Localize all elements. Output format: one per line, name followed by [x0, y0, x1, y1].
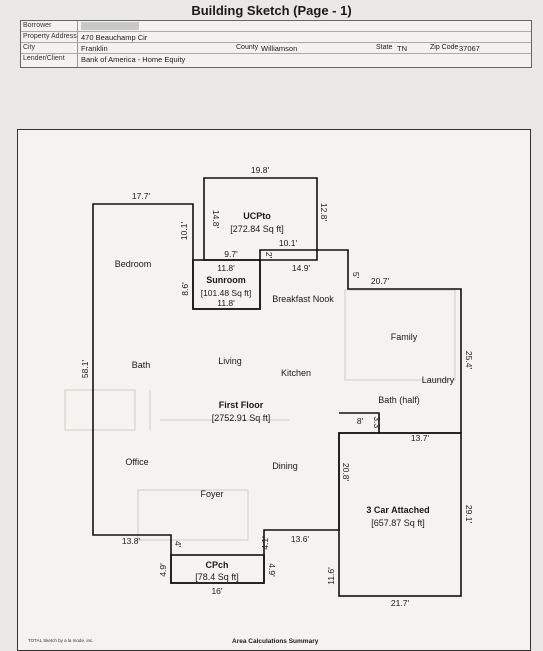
dim-10-1-a: 10.1': [179, 222, 189, 241]
room-bath: Bath: [132, 360, 151, 370]
software-credit: TOTAL Sketch by a la mode, inc.: [28, 638, 94, 643]
cpch-outline: [170, 554, 265, 584]
room-breakfast-nook: Breakfast Nook: [272, 294, 334, 304]
dim-12-8: 12.8': [319, 203, 329, 222]
first-floor-area: [2752.91 Sq ft]: [212, 413, 271, 423]
dim-8: 8': [357, 416, 364, 426]
ucpto-area: [272.84 Sq ft]: [230, 224, 284, 234]
dim-10-1-b: 10.1': [279, 238, 298, 248]
lender-row: Lender/Client Bank of America - Home Equ…: [21, 54, 531, 64]
dim-11-8-b: 11.8': [217, 298, 235, 308]
cpch-label: CPch: [205, 560, 228, 570]
property-address-label: Property Address: [23, 33, 77, 40]
sunroom-outline: [192, 259, 261, 310]
dim-13-7: 13.7': [411, 433, 430, 443]
dim-3-3: 3.3': [372, 416, 382, 430]
dim-14-9: 14.9': [292, 263, 311, 273]
county-label: County: [236, 44, 259, 51]
city-label: City: [23, 44, 36, 51]
page-title: Building Sketch (Page - 1): [191, 3, 352, 18]
ucpto-label: UCPto: [243, 211, 271, 221]
dim-11-6: 11.6': [326, 567, 336, 585]
dim-4-1: 4.1': [260, 536, 270, 550]
dim-21-7: 21.7': [391, 598, 410, 608]
area-calc-summary: Area Calculations Summary: [232, 638, 319, 645]
city-row: City Franklin County Williamson State TN…: [21, 43, 531, 54]
garage-area: [657.87 Sq ft]: [371, 518, 425, 528]
lender-value: Bank of America - Home Equity: [81, 55, 186, 64]
room-office: Office: [125, 457, 148, 467]
borrower-label: Borrower: [23, 22, 52, 29]
dim-20-8: 20.8': [341, 463, 351, 482]
dim-16: 16': [211, 586, 222, 596]
state-label: State: [376, 44, 393, 51]
garage-outline: [338, 432, 462, 597]
room-dining: Dining: [272, 461, 298, 471]
bath-half-outline: [339, 412, 380, 433]
dim-5: 5': [351, 272, 361, 279]
dim-17-7: 17.7': [132, 191, 151, 201]
county-value: Williamson: [261, 44, 298, 53]
zip-label: Zip Code: [430, 44, 459, 51]
dim-13-6: 13.6': [291, 534, 310, 544]
dim-9-7: 9.7': [224, 249, 238, 259]
cpch-area: [78.4 Sq ft]: [195, 572, 239, 582]
dim-20-7: 20.7': [371, 276, 390, 286]
sunroom-area: [101.48 Sq ft]: [201, 288, 252, 298]
dim-29-1: 29.1': [464, 505, 474, 524]
dim-19-8: 19.8': [251, 165, 270, 175]
room-laundry: Laundry: [422, 375, 455, 385]
room-foyer: Foyer: [200, 489, 223, 499]
room-family: Family: [391, 332, 418, 342]
garage-label: 3 Car Attached: [366, 505, 429, 515]
table-divider: [77, 21, 78, 67]
dim-58-1: 58.1': [80, 360, 90, 379]
room-bedroom: Bedroom: [115, 259, 152, 269]
dim-4-9-b: 4.9': [267, 563, 277, 577]
sunroom-label: Sunroom: [206, 275, 246, 285]
zip-value: 37067: [459, 44, 480, 53]
property-address-value: 470 Beauchamp Cir: [81, 33, 148, 42]
address-row: Property Address 470 Beauchamp Cir: [21, 32, 531, 43]
dim-4-9-a: 4.9': [158, 563, 168, 577]
borrower-row: Borrower: [21, 21, 531, 32]
first-floor-label: First Floor: [219, 400, 264, 410]
dim-13-8: 13.8': [122, 536, 141, 546]
state-value: TN: [397, 44, 407, 53]
dim-2: 2': [264, 252, 274, 259]
room-bath-half: Bath (half): [378, 395, 420, 405]
dim-4-a: 4': [173, 541, 183, 548]
dim-14-8: 14.8': [211, 210, 221, 229]
lender-label: Lender/Client: [23, 55, 65, 62]
ghost-lines: [64, 289, 456, 541]
city-value: Franklin: [81, 44, 108, 53]
room-living: Living: [218, 356, 242, 366]
dim-8-6: 8.6': [180, 282, 190, 296]
dim-25-4: 25.4': [464, 351, 474, 370]
redacted-borrower: [81, 22, 139, 30]
dim-11-8-a: 11.8': [217, 263, 235, 273]
room-kitchen: Kitchen: [281, 368, 311, 378]
property-info-table: Borrower Property Address 470 Beauchamp …: [20, 20, 532, 68]
